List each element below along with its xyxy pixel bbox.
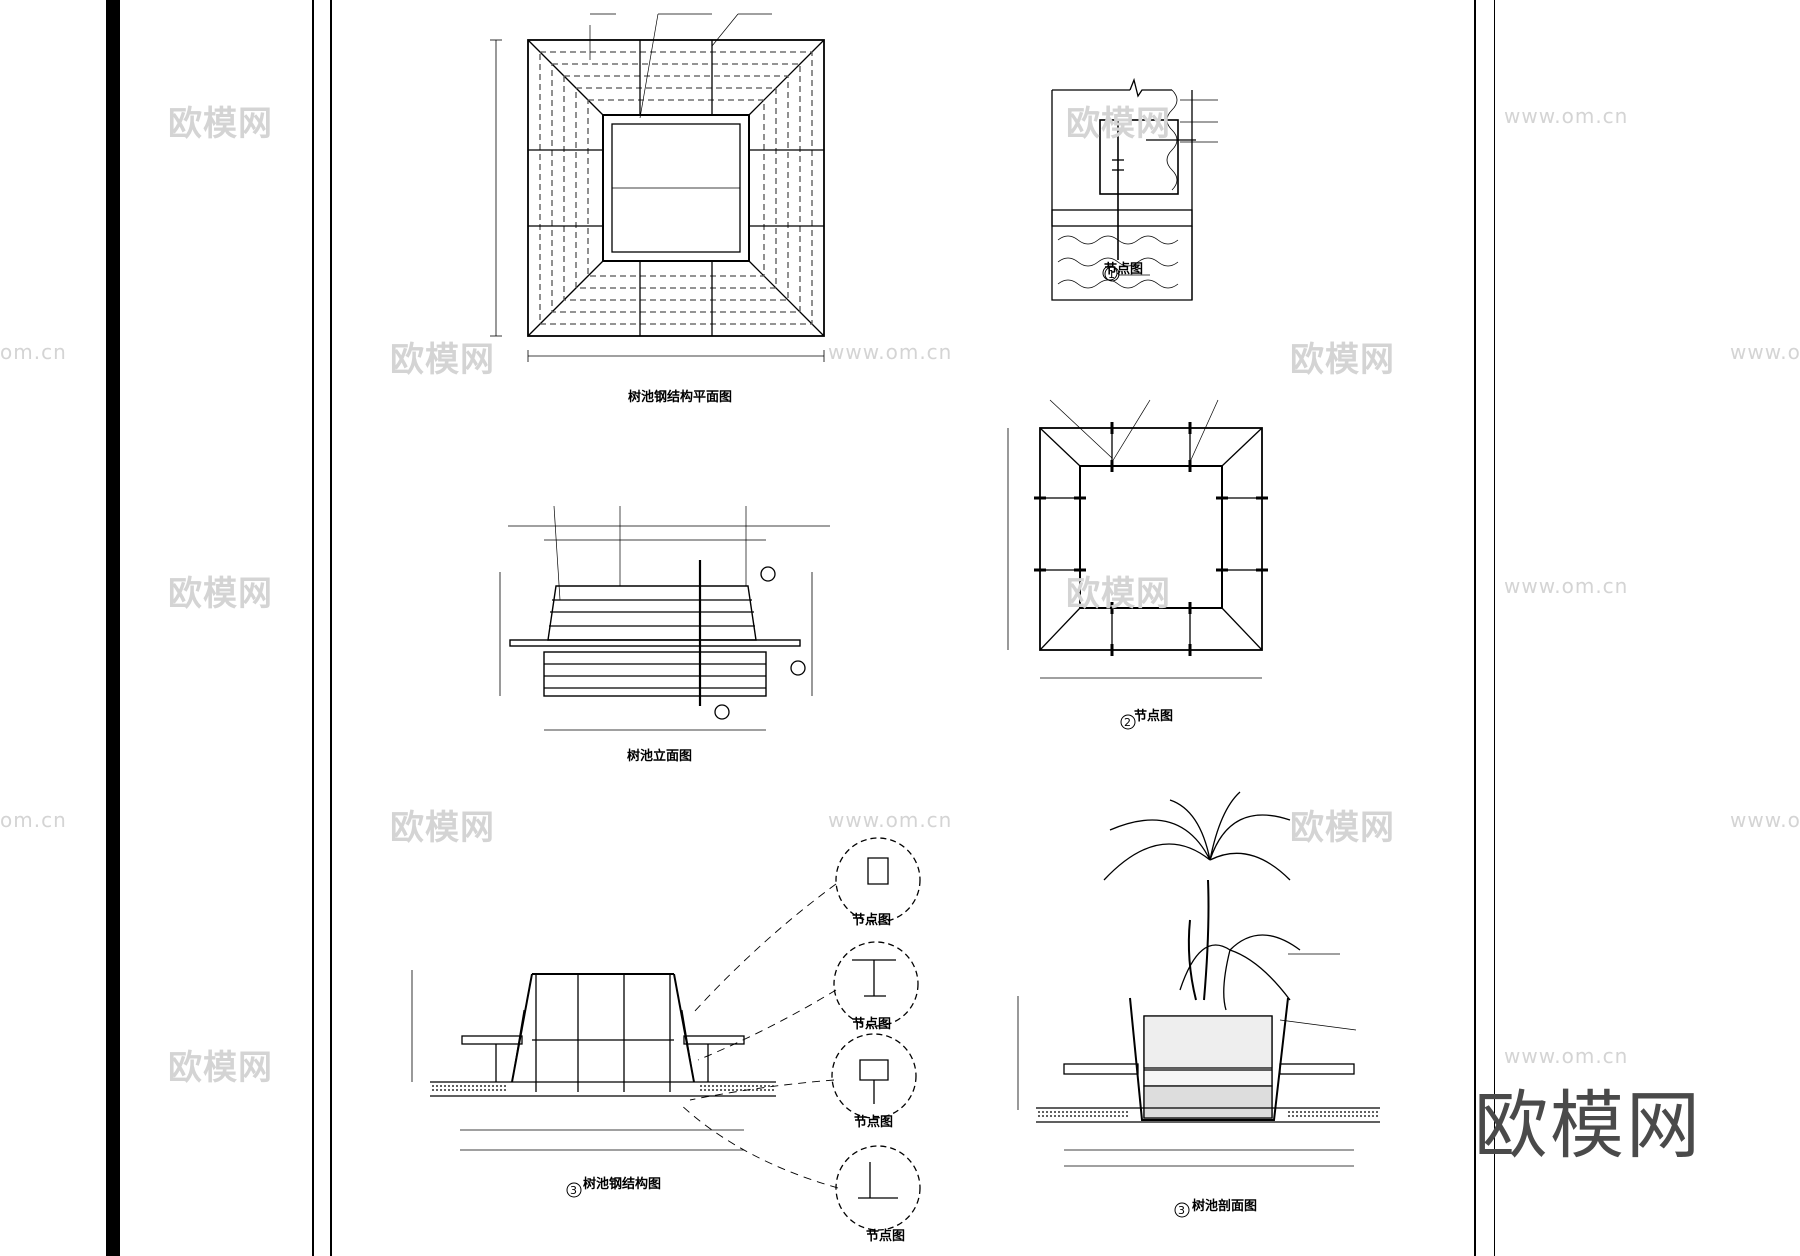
elevation-view bbox=[500, 506, 830, 730]
section-view bbox=[1018, 792, 1380, 1166]
node-details-column bbox=[680, 838, 920, 1230]
plan-title: 树池钢结构平面图 bbox=[628, 389, 732, 405]
plan-view bbox=[490, 14, 824, 362]
section-number: 3 bbox=[1178, 1204, 1185, 1217]
elevation-title: 树池立面图 bbox=[627, 748, 692, 764]
section-title: 树池剖面图 bbox=[1192, 1198, 1257, 1214]
structure-view bbox=[412, 970, 776, 1150]
brand-logo-text: 欧模网 bbox=[1474, 1066, 1702, 1173]
node-d-title: 节点图 bbox=[866, 1228, 905, 1244]
node2-title: 节点图 bbox=[1134, 708, 1173, 724]
structure-number: 3 bbox=[570, 1184, 577, 1197]
node-c-title: 节点图 bbox=[854, 1114, 893, 1130]
node-a-title: 节点图 bbox=[852, 912, 891, 928]
node2-number: 2 bbox=[1124, 716, 1131, 729]
node-b-title: 节点图 bbox=[852, 1016, 891, 1032]
node1-number: 1 bbox=[1108, 268, 1115, 281]
structure-title: 树池钢结构图 bbox=[583, 1176, 661, 1192]
node2-detail bbox=[1008, 400, 1268, 678]
